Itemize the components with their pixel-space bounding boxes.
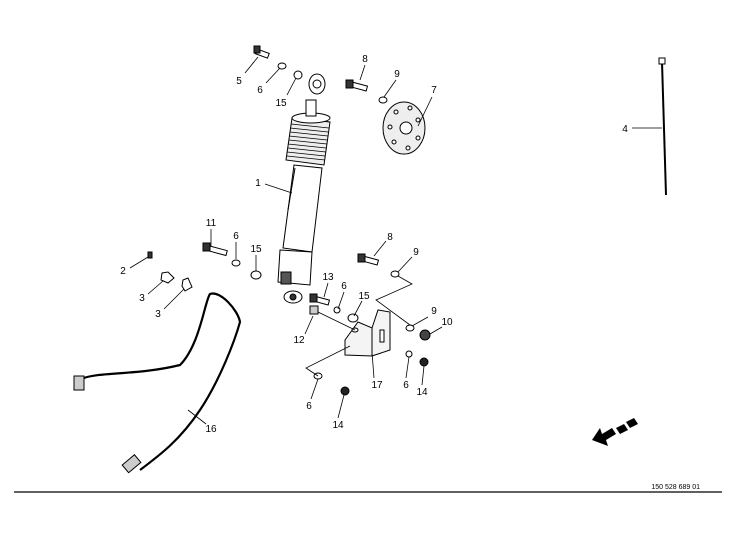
callout-label-9: 9: [413, 247, 419, 258]
nut-part: [419, 329, 431, 341]
callout-label-6: 6: [403, 380, 409, 391]
callout-label-16: 16: [205, 424, 217, 435]
callout-label-12: 12: [293, 335, 305, 346]
washer-part: [333, 306, 341, 314]
leader-line: [264, 183, 293, 194]
callout-label-6: 6: [257, 85, 263, 96]
callout-label-3: 3: [139, 293, 145, 304]
sensor-cable-part: [73, 292, 242, 474]
leader-line: [187, 409, 207, 425]
callout-label-11: 11: [206, 218, 217, 229]
callout-label-8: 8: [362, 54, 368, 65]
cable-tie-part: [658, 57, 667, 196]
callout-label-14: 14: [332, 420, 344, 431]
spacer-part: [309, 305, 319, 315]
callout-label-15: 15: [250, 244, 262, 255]
washer-part: [390, 270, 400, 278]
leader-line: [383, 79, 397, 98]
callout-label-9: 9: [431, 306, 437, 317]
bolt-part: [309, 293, 331, 306]
screw-part: [147, 251, 153, 259]
callout-label-4: 4: [622, 124, 628, 135]
callout-label-3: 3: [155, 309, 161, 320]
clip-part: [160, 271, 175, 284]
callout-label-10: 10: [441, 317, 453, 328]
callout-label-8: 8: [387, 232, 393, 243]
washer-part: [405, 350, 413, 358]
bolt-part: [345, 79, 369, 92]
bolt-part: [357, 253, 380, 266]
washer-part: [347, 313, 359, 323]
callout-label-17: 17: [371, 380, 383, 391]
callout-label-6: 6: [341, 281, 347, 292]
callout-label-15: 15: [275, 98, 287, 109]
leader-line: [337, 394, 345, 419]
callout-label-7: 7: [431, 85, 437, 96]
leader-line: [337, 291, 345, 310]
leader-line: [323, 282, 329, 298]
clip-part: [181, 277, 193, 292]
washer-part: [277, 62, 287, 70]
leader-line: [421, 365, 425, 386]
shock-absorber-part: [277, 73, 331, 304]
callout-label-1: 1: [255, 178, 261, 189]
leader-line: [359, 64, 366, 81]
leader-line: [371, 351, 375, 379]
leader-line: [353, 300, 363, 317]
callout-label-13: 13: [322, 272, 334, 283]
leader-line: [304, 315, 314, 335]
leader-line: [310, 378, 319, 400]
callout-label-9: 9: [394, 69, 400, 80]
leader-line: [429, 326, 443, 335]
callout-label-15: 15: [358, 291, 370, 302]
nut-part: [419, 357, 429, 367]
nut-part: [340, 386, 350, 396]
leader-line: [244, 56, 259, 74]
callout-label-14: 14: [416, 387, 428, 398]
leader-line: [286, 77, 297, 96]
leader-line: [405, 356, 410, 379]
washer-part: [231, 259, 241, 267]
washer-part: [378, 96, 388, 104]
direction-arrow-icon: [592, 418, 638, 446]
washer-part: [293, 70, 303, 80]
bolt-part: [202, 242, 228, 257]
leader-line: [265, 67, 281, 84]
leader-line: [129, 256, 149, 269]
drawing-number: 150 528 689 01: [651, 484, 700, 491]
callout-label-6: 6: [306, 401, 312, 412]
leader-line: [373, 240, 387, 257]
callout-label-6: 6: [233, 231, 239, 242]
leader-line: [163, 288, 185, 310]
callout-label-2: 2: [120, 266, 126, 277]
flange-plate-part: [382, 101, 426, 155]
callout-label-5: 5: [236, 76, 242, 87]
leader-line: [397, 256, 413, 273]
leader-line: [147, 280, 164, 295]
washer-part: [250, 270, 262, 280]
leader-line: [417, 96, 433, 127]
bolt-part: [253, 45, 270, 59]
mounting-bracket-part: [344, 309, 391, 357]
leader-line: [411, 316, 429, 327]
